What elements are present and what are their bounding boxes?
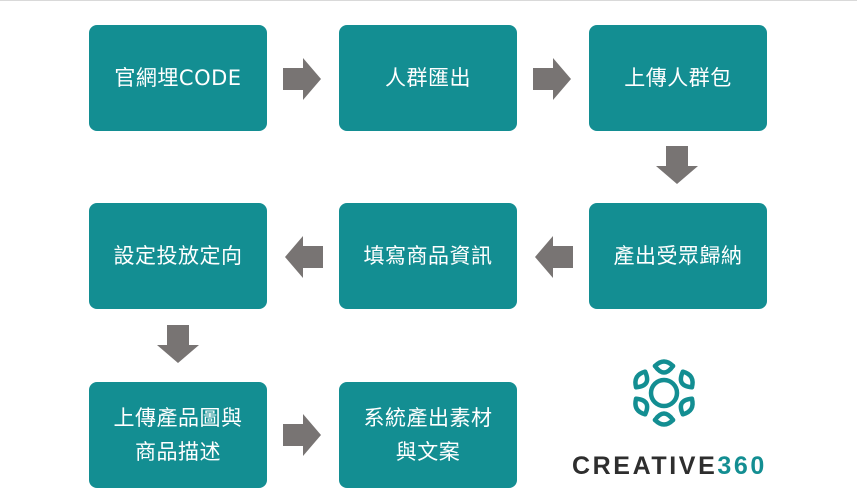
brand-prefix: CREATIVE bbox=[572, 452, 718, 480]
arrow-right-icon bbox=[533, 58, 571, 100]
arrow-down-icon bbox=[656, 146, 698, 184]
arrow-left-icon bbox=[535, 236, 573, 278]
arrow-down-icon bbox=[157, 325, 199, 363]
step-8-label-line2: 與文案 bbox=[395, 440, 461, 464]
step-6-label: 設定投放定向 bbox=[113, 244, 243, 268]
arrow-left-icon bbox=[285, 236, 323, 278]
top-border-line bbox=[0, 0, 857, 1]
brand-number: 360 bbox=[717, 452, 767, 480]
arrow-right-icon bbox=[283, 414, 321, 456]
creative360-logo-icon bbox=[633, 359, 695, 427]
step-8-label-line1: 系統產出素材 bbox=[363, 406, 493, 430]
brand-wordmark: CREATIVE360 bbox=[572, 452, 767, 481]
step-2-label: 人群匯出 bbox=[385, 66, 471, 90]
step-7-label-line1: 上傳產品圖與 bbox=[113, 406, 243, 430]
step-4-label: 產出受眾歸納 bbox=[613, 244, 743, 268]
step-box-4: 產出受眾歸納 bbox=[589, 203, 767, 309]
step-3-label: 上傳人群包 bbox=[624, 66, 732, 90]
step-box-6: 設定投放定向 bbox=[89, 203, 267, 309]
step-box-5: 填寫商品資訊 bbox=[339, 203, 517, 309]
step-box-7: 上傳產品圖與 商品描述 bbox=[89, 382, 267, 488]
step-box-1: 官網埋CODE bbox=[89, 25, 267, 131]
step-1-label: 官網埋CODE bbox=[114, 66, 242, 90]
step-box-3: 上傳人群包 bbox=[589, 25, 767, 131]
step-box-2: 人群匯出 bbox=[339, 25, 517, 131]
step-5-label: 填寫商品資訊 bbox=[363, 244, 493, 268]
arrow-right-icon bbox=[283, 58, 321, 100]
step-7-label-line2: 商品描述 bbox=[135, 440, 221, 464]
step-box-8: 系統產出素材 與文案 bbox=[339, 382, 517, 488]
